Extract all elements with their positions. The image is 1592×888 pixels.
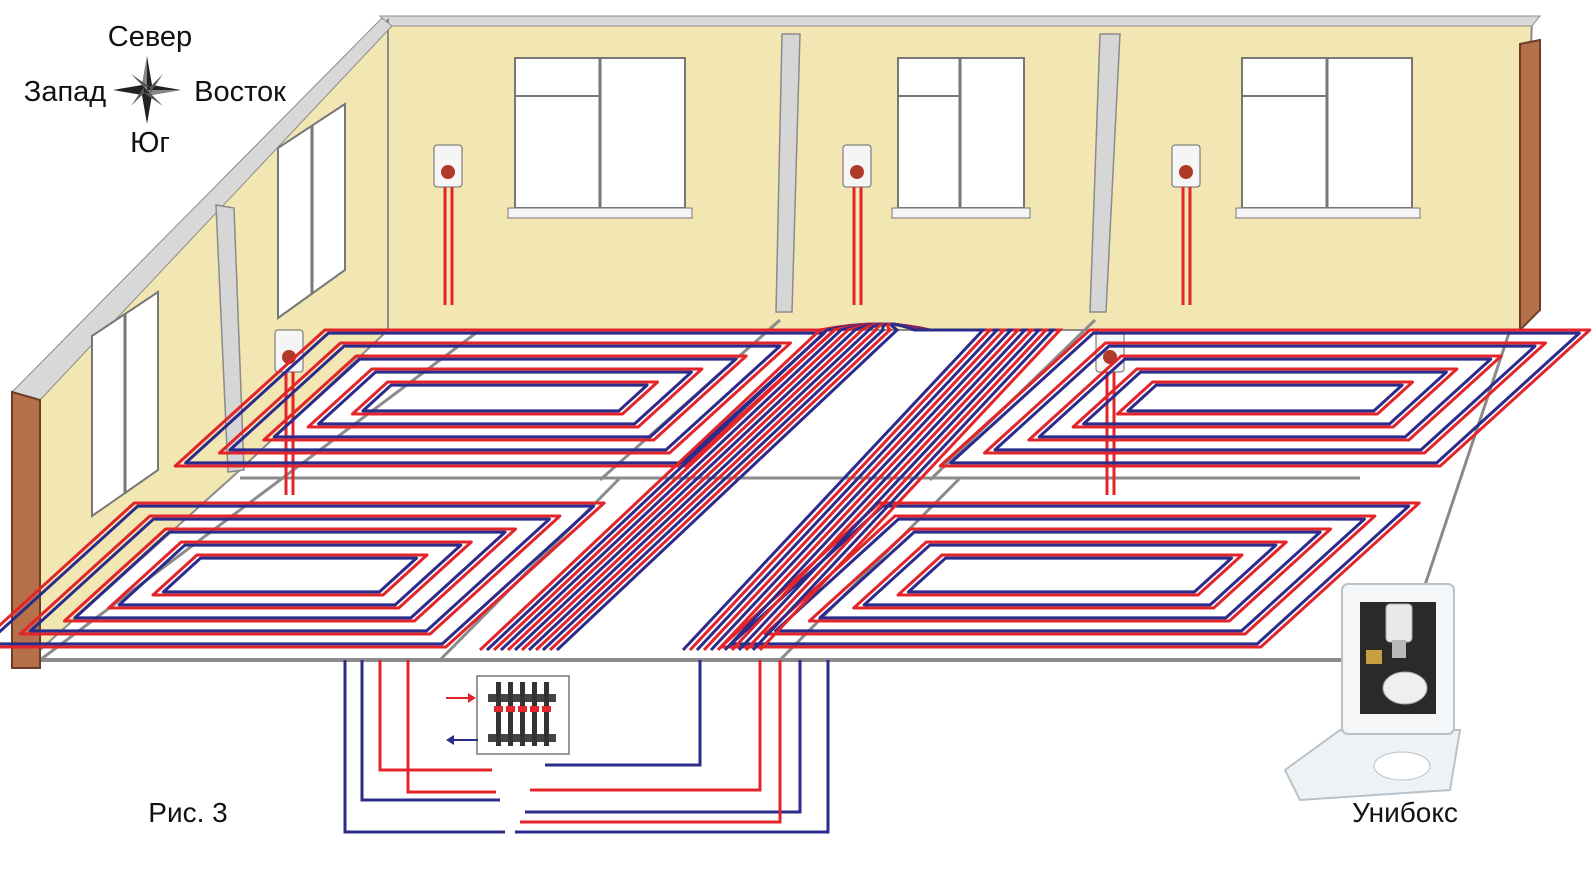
room-loop-south-west-ring bbox=[29, 517, 551, 633]
left-window-1 bbox=[277, 102, 346, 320]
partition-wall-left bbox=[215, 204, 245, 473]
back-window-2 bbox=[891, 57, 1031, 219]
room-loop-south-west-ring bbox=[107, 540, 473, 610]
room-loop-north-east-ring bbox=[1082, 370, 1448, 426]
room-loop-north-east-ring bbox=[938, 328, 1592, 468]
partition-wall-2 bbox=[1089, 33, 1121, 313]
room-loop-north-west-ring bbox=[218, 341, 792, 455]
room-loop-north-west-ring bbox=[262, 354, 748, 442]
room-loop-north-east-ring bbox=[949, 331, 1581, 465]
back-window-3 bbox=[1235, 57, 1421, 219]
room-loop-north-west-ring bbox=[306, 367, 704, 429]
wall-unibox-2 bbox=[842, 144, 872, 188]
wall-unibox-4 bbox=[274, 329, 304, 373]
back-window-1 bbox=[507, 57, 693, 219]
compass-west-label: Запад bbox=[24, 76, 106, 108]
left-brick-end bbox=[11, 390, 41, 669]
left-window-2 bbox=[91, 290, 159, 518]
room-loop-south-east-ring bbox=[818, 530, 1322, 620]
room-loop-south-west-ring bbox=[161, 556, 419, 594]
return-arrow-icon bbox=[446, 735, 478, 745]
compass-rose-icon bbox=[113, 56, 181, 124]
figure-label: Рис. 3 bbox=[148, 797, 227, 828]
room-loop-north-west-ring bbox=[317, 370, 693, 426]
room-loop-south-west-ring bbox=[151, 553, 429, 597]
back-wall-top bbox=[378, 15, 1542, 27]
feed-pipes bbox=[343, 660, 830, 834]
room-loop-north-east-ring bbox=[983, 341, 1547, 455]
compass-south-label: Юг bbox=[130, 127, 170, 159]
room-loop-north-east-ring bbox=[1071, 367, 1459, 429]
room-loop-north-east-ring bbox=[1027, 354, 1503, 442]
room-loop-south-east-ring bbox=[862, 543, 1278, 607]
supply-arrow-icon bbox=[446, 693, 476, 703]
room-loop-north-west-ring bbox=[361, 383, 649, 413]
room-loop-south-east-ring bbox=[896, 553, 1244, 597]
room-loop-south-west-ring bbox=[117, 543, 463, 607]
room-loop-south-east-ring bbox=[807, 527, 1333, 623]
room-loop-north-west-ring bbox=[350, 380, 660, 416]
room-loop-north-east-ring bbox=[1037, 357, 1493, 439]
compass-north-label: Север bbox=[108, 21, 192, 53]
wall-unibox-3 bbox=[1171, 144, 1201, 188]
room-loop-north-west-ring bbox=[228, 344, 782, 452]
room-loop-north-west-ring bbox=[173, 328, 837, 468]
room-loop-south-west-ring bbox=[73, 530, 507, 620]
compass-east-label: Восток bbox=[194, 76, 286, 108]
room-loop-south-east-ring bbox=[774, 517, 1366, 633]
room-loop-south-east-ring bbox=[763, 514, 1377, 636]
heating-loops bbox=[0, 322, 1592, 652]
right-brick-end bbox=[1519, 38, 1541, 333]
room-loop-south-west-ring bbox=[0, 501, 606, 649]
manifold bbox=[476, 675, 570, 755]
partition-wall-1 bbox=[775, 33, 801, 313]
room-loop-north-west-ring bbox=[272, 357, 738, 439]
room-loop-north-east-ring bbox=[1126, 383, 1404, 413]
room-loop-south-east-ring bbox=[852, 540, 1288, 610]
room-loop-south-west-ring bbox=[0, 504, 596, 646]
room-loop-south-east-ring bbox=[906, 556, 1234, 594]
room-loop-north-east-ring bbox=[993, 344, 1537, 452]
room-loop-center-ring bbox=[555, 322, 987, 652]
wall-unibox-1 bbox=[433, 144, 463, 188]
unibox-label: Унибокс bbox=[1352, 797, 1458, 828]
room-loop-south-west-ring bbox=[18, 514, 562, 636]
room-loop-north-east-ring bbox=[1115, 380, 1415, 416]
room-loop-south-west-ring bbox=[62, 527, 518, 623]
unibox-thermostat-icon bbox=[1283, 583, 1462, 802]
room-loop-north-west-ring bbox=[184, 331, 826, 465]
